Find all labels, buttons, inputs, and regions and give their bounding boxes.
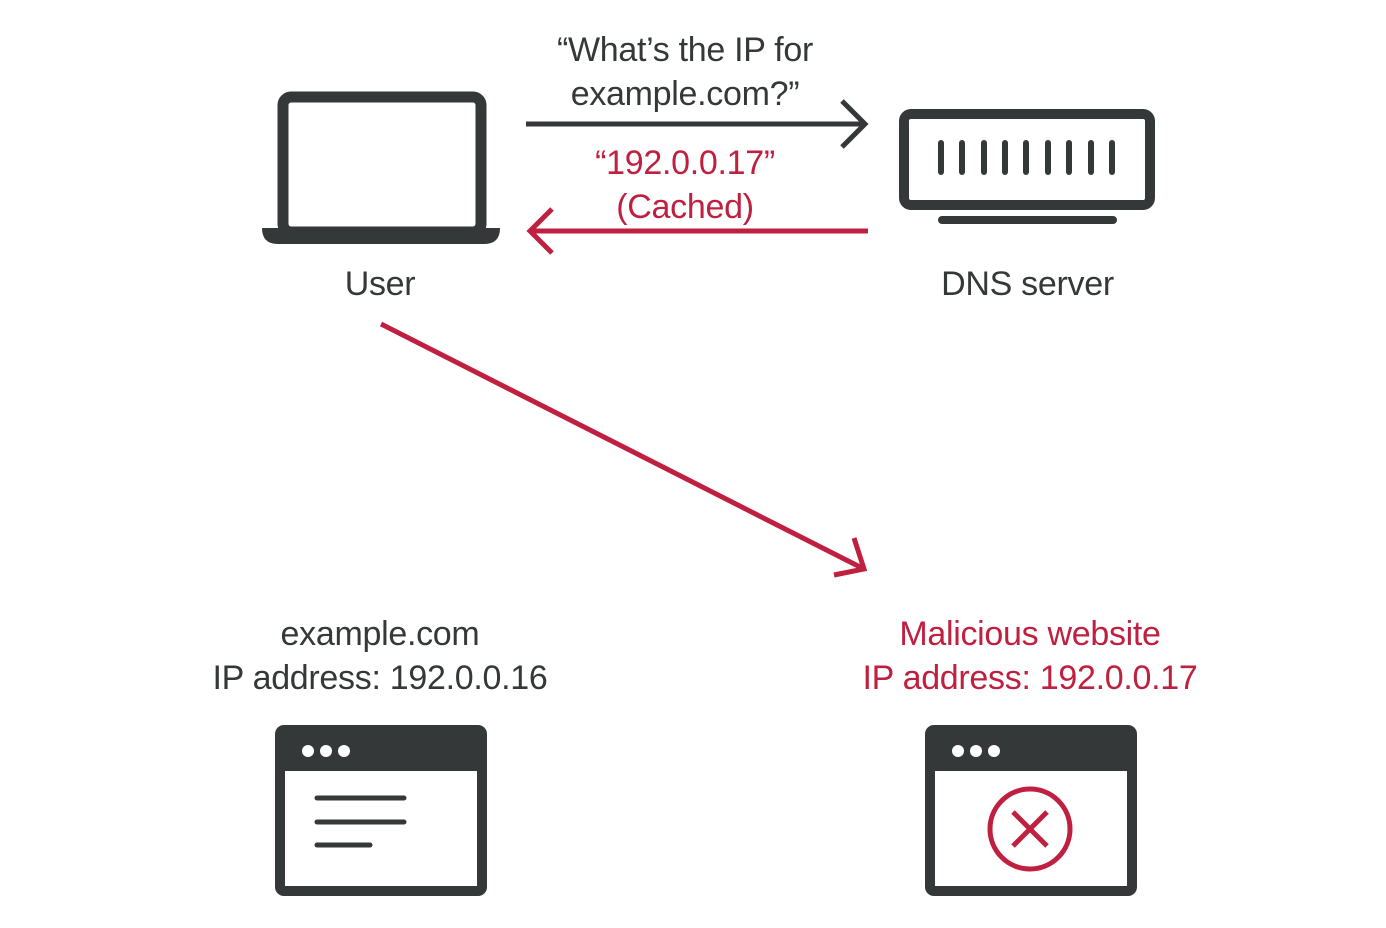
malicious-site-label: Malicious website IP address: 192.0.0.17: [830, 612, 1230, 700]
server-icon: [899, 109, 1155, 224]
query-label: “What’s the IP for example.com?”: [500, 28, 870, 116]
response-arrow: [526, 207, 868, 255]
response-label: “192.0.0.17” (Cached): [500, 141, 870, 229]
laptop-icon: [262, 91, 500, 244]
redirect-arrow: [379, 321, 868, 578]
query-label-line1: “What’s the IP for: [556, 31, 813, 69]
user-label: User: [344, 265, 416, 303]
dns-server-label: DNS server: [941, 265, 1114, 303]
malicious-site-name: Malicious website: [899, 615, 1161, 653]
response-label-line1: “192.0.0.17”: [595, 144, 775, 182]
legit-site-name: example.com: [280, 615, 480, 653]
legit-site-label: example.com IP address: 192.0.0.16: [180, 612, 580, 700]
malicious-site-ip: IP address: 192.0.0.17: [862, 659, 1198, 697]
response-label-line2: (Cached): [616, 188, 754, 226]
query-label-line2: example.com?”: [570, 75, 800, 113]
browser-window-error-icon: [925, 725, 1137, 896]
error-x-icon: [987, 786, 1073, 872]
browser-window-icon: [275, 725, 487, 896]
query-arrow: [526, 99, 869, 149]
legit-site-ip: IP address: 192.0.0.16: [212, 659, 548, 697]
